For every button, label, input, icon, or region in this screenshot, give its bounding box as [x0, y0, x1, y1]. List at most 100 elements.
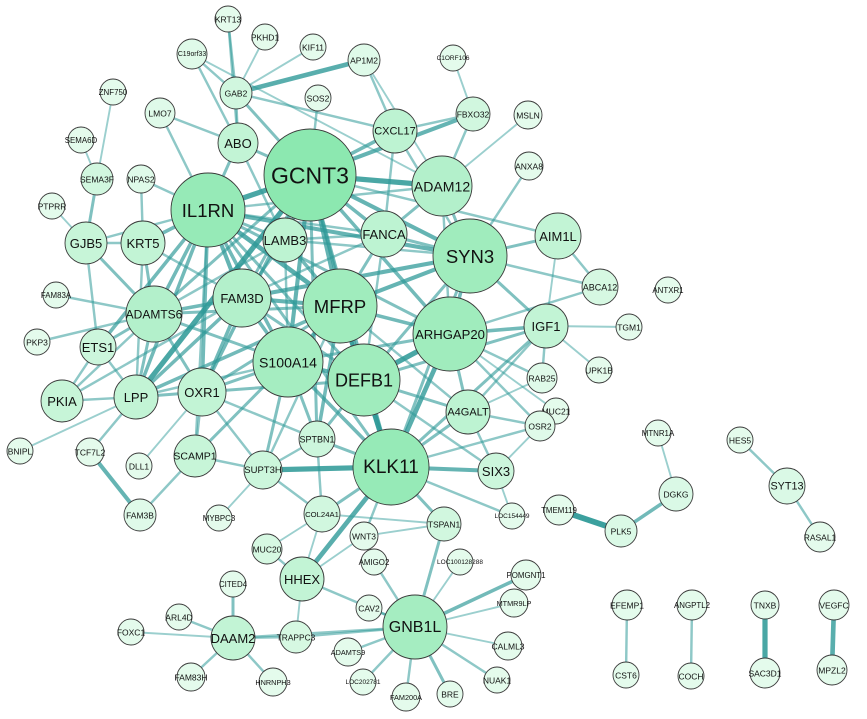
node-mpzl2[interactable]: MPZL2 [816, 654, 848, 686]
node-tnxb[interactable]: TNXB [750, 590, 780, 620]
node-npas2[interactable]: NPAS2 [126, 164, 156, 194]
node-dgkg[interactable]: DGKG [658, 476, 694, 512]
node-adamts6[interactable]: ADAMTS6 [125, 285, 183, 343]
node-sptbn1[interactable]: SPTBN1 [298, 420, 336, 458]
node-fam83a[interactable]: FAM83A [41, 281, 72, 309]
node-igf1[interactable]: IGF1 [523, 303, 569, 349]
node-fam3b[interactable]: FAM3B [123, 498, 157, 532]
node-tspan1[interactable]: TSPAN1 [426, 506, 462, 542]
node-ets1[interactable]: ETS1 [79, 328, 117, 366]
node-foxc1[interactable]: FOXC1 [117, 618, 146, 646]
node-gjb5[interactable]: GJB5 [64, 221, 108, 265]
node-tgm1[interactable]: TGM1 [615, 313, 643, 341]
node-krt5[interactable]: KRT5 [120, 220, 166, 266]
node-ap1m2[interactable]: AP1M2 [347, 43, 381, 77]
node-pkia[interactable]: PKIA [40, 379, 84, 423]
node-loc154449[interactable]: LOC154449 [494, 502, 530, 530]
node-wnt3[interactable]: WNT3 [349, 521, 379, 551]
node-angptl2[interactable]: ANGPTL2 [674, 589, 710, 621]
node-cst6[interactable]: CST6 [612, 661, 640, 689]
node-amigo2[interactable]: AMIGO2 [359, 548, 390, 576]
node-anxa8[interactable]: ANXA8 [514, 151, 544, 181]
node-bnipl[interactable]: BNIPL [6, 437, 34, 465]
node-lamb3[interactable]: LAMB3 [262, 217, 308, 263]
node-aim1l[interactable]: AIM1L [534, 212, 582, 260]
node-pomgnt1[interactable]: POMGNT1 [506, 559, 546, 591]
node-c19orf33[interactable]: C19orf33 [176, 38, 208, 70]
node-a4galt[interactable]: A4GALT [445, 389, 491, 435]
node-osr2[interactable]: OSR2 [524, 410, 556, 442]
node-s100a14[interactable]: S100A14 [252, 326, 324, 398]
node-mfrp[interactable]: MFRP [302, 268, 378, 344]
node-adamts9[interactable]: ADAMTS9 [331, 637, 365, 667]
node-muc20[interactable]: MUC20 [251, 533, 283, 565]
node-oxr1[interactable]: OXR1 [177, 367, 227, 417]
node-sac3d1[interactable]: SAC3D1 [748, 657, 782, 689]
node-tmem119[interactable]: TMEM119 [541, 494, 578, 526]
node-cxcl17[interactable]: CXCL17 [372, 108, 418, 154]
node-abo[interactable]: ABO [217, 122, 259, 164]
node-sema3f[interactable]: SEMA3F [80, 162, 114, 196]
node-arl4d[interactable]: ARL4D [165, 603, 193, 631]
node-cited4[interactable]: CITED4 [219, 570, 248, 598]
node-gab2[interactable]: GAB2 [219, 76, 253, 110]
node-ptprr[interactable]: PTPRR [38, 192, 67, 220]
node-dll1[interactable]: DLL1 [125, 452, 153, 480]
node-loc202781[interactable]: LOC202781 [345, 668, 381, 696]
node-vegfc[interactable]: VEGFC [818, 589, 850, 621]
node-pkhd1[interactable]: PKHD1 [251, 23, 280, 51]
node-adam12[interactable]: ADAM12 [411, 155, 473, 217]
node-loc100128288[interactable]: LOC100128288 [437, 548, 483, 576]
node-scamp1[interactable]: SCAMP1 [173, 434, 217, 478]
node-gnb1l[interactable]: GNB1L [382, 594, 448, 660]
node-il1rn[interactable]: IL1RN [170, 172, 246, 248]
node-mtnr1a[interactable]: MTNR1A [642, 419, 675, 447]
node-trappc3[interactable]: TRAPPC3 [277, 620, 316, 654]
node-tcf7l2[interactable]: TCF7L2 [75, 437, 106, 467]
node-kif11[interactable]: KIF11 [299, 33, 327, 61]
node-hhex[interactable]: HHEX [279, 556, 325, 602]
node-efemp1[interactable]: EFEMP1 [610, 589, 644, 621]
node-syn3[interactable]: SYN3 [432, 218, 508, 294]
node-arhgap20[interactable]: ARHGAP20 [412, 296, 488, 372]
node-pkp3[interactable]: PKP3 [23, 328, 51, 356]
node-sos2[interactable]: SOS2 [304, 84, 332, 112]
node-fanca[interactable]: FANCA [360, 210, 408, 258]
node-gcnt3[interactable]: GCNT3 [263, 128, 357, 222]
node-lmo7[interactable]: LMO7 [144, 97, 176, 129]
node-fam200a[interactable]: FAM200A [390, 682, 422, 712]
node-plk5[interactable]: PLK5 [604, 514, 638, 548]
node-calml3[interactable]: CALML3 [491, 631, 525, 661]
node-daam2[interactable]: DAAM2 [210, 615, 256, 661]
node-col24a1[interactable]: COL24A1 [303, 495, 341, 533]
node-hnrnph3[interactable]: HNRNPH3 [255, 667, 291, 697]
node-cav2[interactable]: CAV2 [355, 594, 383, 622]
node-upk1b[interactable]: UPK1B [585, 356, 613, 384]
node-supt3h[interactable]: SUPT3H [243, 450, 283, 490]
node-lpp[interactable]: LPP [113, 374, 159, 420]
node-coch[interactable]: COCH [677, 662, 705, 690]
node-rab25[interactable]: RAB25 [526, 362, 558, 394]
node-fam3d[interactable]: FAM3D [212, 268, 272, 328]
node-hes5[interactable]: HES5 [726, 426, 754, 454]
node-msln[interactable]: MSLN [513, 100, 543, 130]
node-defb1[interactable]: DEFB1 [327, 343, 401, 417]
node-mybpc3[interactable]: MYBPC3 [203, 504, 236, 532]
node-klk11[interactable]: KLK11 [352, 428, 430, 506]
node-fam83h[interactable]: FAM83H [174, 662, 208, 692]
node-label: TRAPPC3 [277, 633, 316, 643]
node-fbxo32[interactable]: FBXO32 [455, 96, 491, 132]
node-c1orf106[interactable]: C1ORF106 [437, 44, 470, 72]
node-abca12[interactable]: ABCA12 [581, 268, 619, 306]
node-rasal1[interactable]: RASAL1 [804, 521, 837, 553]
node-bre[interactable]: BRE [436, 680, 464, 708]
node-syt13[interactable]: SYT13 [768, 467, 806, 505]
node-krt13[interactable]: KRT13 [214, 5, 242, 33]
node-mtmr9lp[interactable]: MTMR9LP [497, 588, 532, 618]
node-label: TSPAN1 [428, 520, 461, 530]
node-znf750[interactable]: ZNF750 [99, 78, 128, 106]
node-antxr1[interactable]: ANTXR1 [652, 276, 684, 304]
node-sema6d[interactable]: SEMA6D [65, 126, 98, 154]
node-nuak1[interactable]: NUAK1 [483, 666, 512, 694]
node-six3[interactable]: SIX3 [477, 452, 515, 490]
